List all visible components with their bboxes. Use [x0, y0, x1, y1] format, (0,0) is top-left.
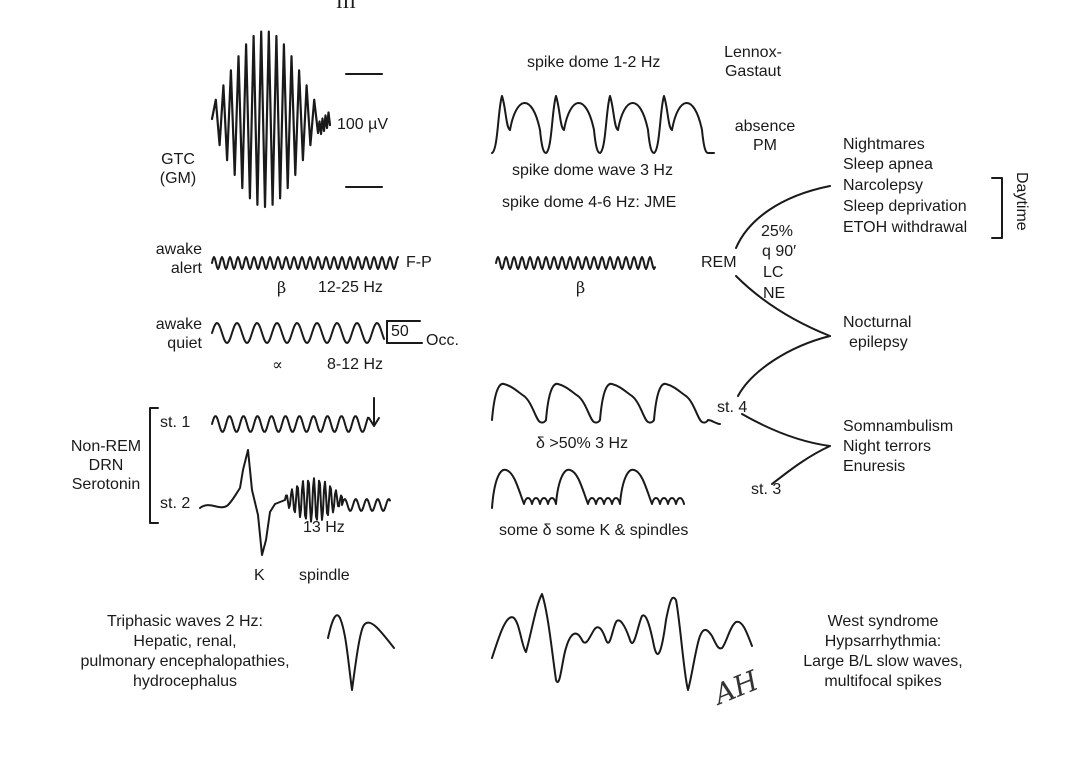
- nocturnal-line2: epilepsy: [849, 334, 908, 351]
- k-complex-label: K: [254, 567, 265, 584]
- stage1-arrow: [368, 397, 380, 427]
- absence-line2: PM: [753, 137, 777, 154]
- triphasic-waveform: [327, 614, 395, 691]
- serotonin-label: Serotonin: [71, 476, 141, 493]
- awake-quiet-greek: ∝: [272, 355, 283, 374]
- absence-line1: absence: [734, 118, 796, 135]
- awake-quiet-waveform: [211, 322, 385, 344]
- rem-top-arc: [735, 185, 831, 249]
- awake-quiet-scale: 50: [391, 323, 409, 340]
- etoh-withdrawal-label: ETOH withdrawal: [843, 219, 968, 236]
- triphasic-line2: Hepatic, renal,: [133, 633, 237, 650]
- awake-quiet-freq: 8-12 Hz: [327, 356, 384, 373]
- stage3-label: st. 3: [751, 481, 782, 498]
- stage3-caption: some δ some K & spindles: [499, 522, 689, 539]
- spike-dome-wave-3hz: spike dome wave 3 Hz: [512, 162, 673, 179]
- awake-alert-label-line1: awake: [155, 241, 202, 258]
- nocturnal-line1: Nocturnal: [843, 314, 912, 331]
- west-line4: multifocal spikes: [824, 673, 942, 690]
- stage3-waveform: [491, 468, 685, 509]
- non-rem-label: Non-REM: [70, 438, 142, 455]
- night-terrors-label: Night terrors: [843, 438, 932, 455]
- awake-alert-greek: β: [277, 278, 287, 297]
- stage4-caption: δ >50% 3 Hz: [536, 435, 629, 452]
- enuresis-label: Enuresis: [843, 458, 906, 475]
- hypsarrhythmia-waveform: [491, 593, 753, 691]
- daytime-bracket: [991, 177, 1003, 239]
- stage1-waveform: [211, 415, 369, 433]
- gtc-scale-label: 100 µV: [337, 116, 389, 133]
- rem-lc: LC: [763, 264, 784, 281]
- non-rem-bracket: [149, 407, 159, 524]
- gtc-label-line2: (GM): [159, 170, 197, 187]
- awake-alert-waveform: [211, 256, 399, 270]
- header-fragment: III: [336, 0, 356, 13]
- sleep-apnea-label: Sleep apnea: [843, 156, 933, 173]
- awake-quiet-label-line1: awake: [155, 316, 202, 333]
- rem-ne: NE: [763, 285, 786, 302]
- triphasic-line4: hydrocephalus: [132, 673, 238, 690]
- rem-label: REM: [701, 254, 737, 271]
- somnambulism-label: Somnambulism: [843, 418, 954, 435]
- stage1-label: st. 1: [160, 414, 191, 431]
- west-line3: Large B/L slow waves,: [803, 653, 963, 670]
- spindle-freq: 13 Hz: [303, 519, 345, 536]
- lennox-line2: Gastaut: [724, 63, 782, 80]
- rem-beta-waveform: [495, 256, 656, 270]
- awake-quiet-label-line2: quiet: [167, 335, 202, 352]
- narcolepsy-label: Narcolepsy: [843, 177, 924, 194]
- triphasic-line1: Triphasic waves 2 Hz:: [107, 613, 263, 630]
- stage2-label: st. 2: [160, 495, 191, 512]
- gtc-label-line1: GTC: [161, 151, 195, 168]
- nightmares-label: Nightmares: [843, 136, 925, 153]
- awake-alert-freq: 12-25 Hz: [318, 279, 383, 296]
- awake-quiet-region: Occ.: [426, 332, 459, 349]
- west-line1: West syndrome: [827, 613, 939, 630]
- st4-to-parasomnia-arc: [741, 413, 831, 447]
- west-line2: Hypsarrhythmia:: [824, 633, 942, 650]
- lennox-line1: Lennox-: [724, 44, 782, 61]
- awake-alert-region: F-P: [406, 254, 432, 271]
- rem-interval: q 90′: [762, 243, 797, 260]
- rem-bottom-arc: [735, 275, 831, 337]
- rem-beta: β: [576, 278, 586, 297]
- nocturnal-to-st4-arc: [737, 335, 831, 397]
- gtc-waveform: [210, 30, 332, 209]
- stage4-waveform: [491, 382, 721, 425]
- triphasic-line3: pulmonary encephalopathies,: [80, 653, 290, 670]
- spindle-label: spindle: [299, 567, 350, 584]
- stage2-waveform: [199, 449, 391, 556]
- stage4-label: st. 4: [717, 399, 748, 416]
- spike-dome-waveform: [491, 95, 715, 154]
- spike-dome-top-label: spike dome 1-2 Hz: [527, 54, 661, 71]
- daytime-label: Daytime: [1013, 172, 1030, 231]
- drn-label: DRN: [88, 457, 124, 474]
- sleep-deprivation-label: Sleep deprivation: [843, 198, 967, 215]
- rem-percent: 25%: [761, 223, 794, 240]
- awake-alert-label-line2: alert: [170, 260, 202, 277]
- st3-to-parasomnia-arc: [771, 445, 831, 485]
- spike-dome-jme: spike dome 4-6 Hz: JME: [502, 194, 677, 211]
